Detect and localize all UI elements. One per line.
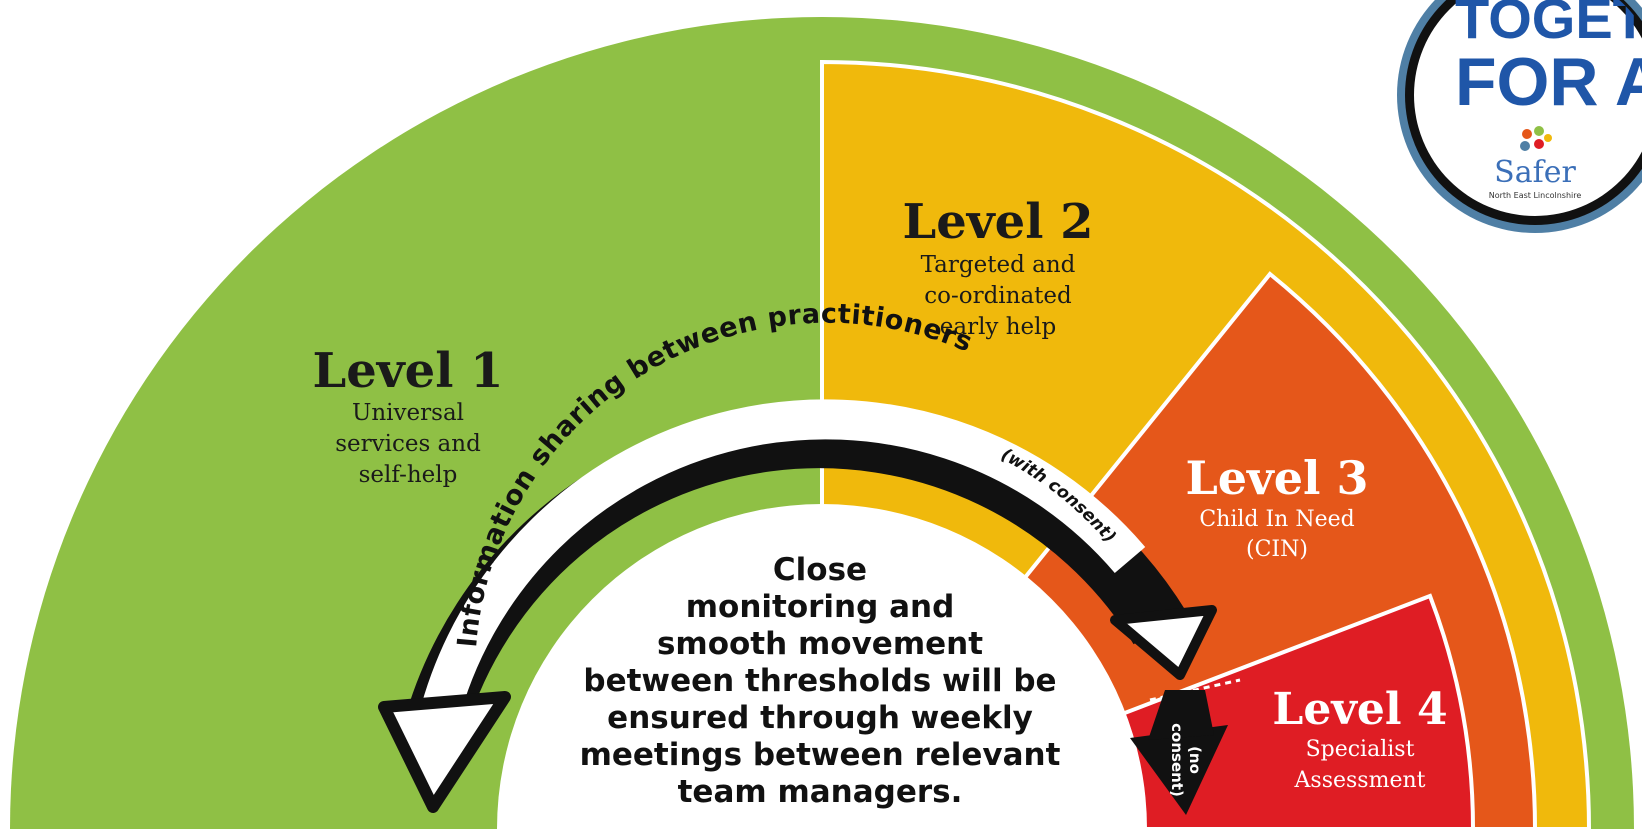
level3-line-2: (CIN) <box>1246 537 1308 562</box>
no-consent-label: (no consent) <box>1168 723 1204 797</box>
center-half-disc <box>497 504 1147 829</box>
center-line-1: Close <box>773 552 867 588</box>
no-consent-line-1: (no <box>1186 746 1204 774</box>
level2-label: Level 2 Targeted and co-ordinated early … <box>902 194 1093 340</box>
level2-title: Level 2 <box>902 194 1093 250</box>
level4-line-1: Specialist <box>1306 737 1415 762</box>
badge-face <box>1414 0 1642 216</box>
center-text: Close monitoring and smooth movement bet… <box>580 552 1061 810</box>
center-line-2: monitoring and <box>686 589 955 625</box>
center-line-5: ensured through weekly <box>607 700 1033 736</box>
level1-line-1: Universal <box>352 400 464 426</box>
badge-sub: North East Lincolnshire <box>1489 191 1582 200</box>
arrow-band-fill <box>418 399 1146 725</box>
level1-label: Level 1 Universal services and self-help <box>312 343 503 488</box>
center-line-3: smooth movement <box>657 626 983 662</box>
level1-line-2: services and <box>335 431 481 457</box>
level1-title: Level 1 <box>312 343 503 399</box>
center-line-4: between thresholds will be <box>583 663 1056 699</box>
left-arrowhead <box>378 691 511 813</box>
level2-line-1: Targeted and <box>921 252 1076 278</box>
badge-brand: Safer <box>1494 155 1576 190</box>
level3-title: Level 3 <box>1185 451 1368 505</box>
no-consent-stem <box>1148 690 1214 740</box>
badge-line-1: TOGETHER <box>1455 0 1642 50</box>
no-consent-line-2: consent) <box>1168 723 1186 797</box>
level3-line-1: Child In Need <box>1199 507 1354 532</box>
right-arrowhead-consent <box>1110 605 1217 680</box>
people-icon <box>1520 126 1552 151</box>
together-for-all-badge: TOGETHER FOR ALL Safer North East Lincol… <box>1397 0 1642 233</box>
badge-line-2: FOR ALL <box>1455 44 1642 120</box>
center-line-6: meetings between relevant <box>580 737 1061 773</box>
level2-line-3: early help <box>940 314 1056 340</box>
level2-line-2: co-ordinated <box>924 283 1072 309</box>
level4-label: Level 4 Specialist Assessment <box>1272 684 1447 793</box>
center-line-7: team managers. <box>678 774 963 810</box>
level4-line-2: Assessment <box>1294 768 1426 793</box>
level3-label: Level 3 Child In Need (CIN) <box>1185 451 1368 562</box>
right-arrowhead-no-consent <box>1130 725 1228 815</box>
level1-line-3: self-help <box>359 462 458 488</box>
level4-title: Level 4 <box>1272 684 1447 735</box>
